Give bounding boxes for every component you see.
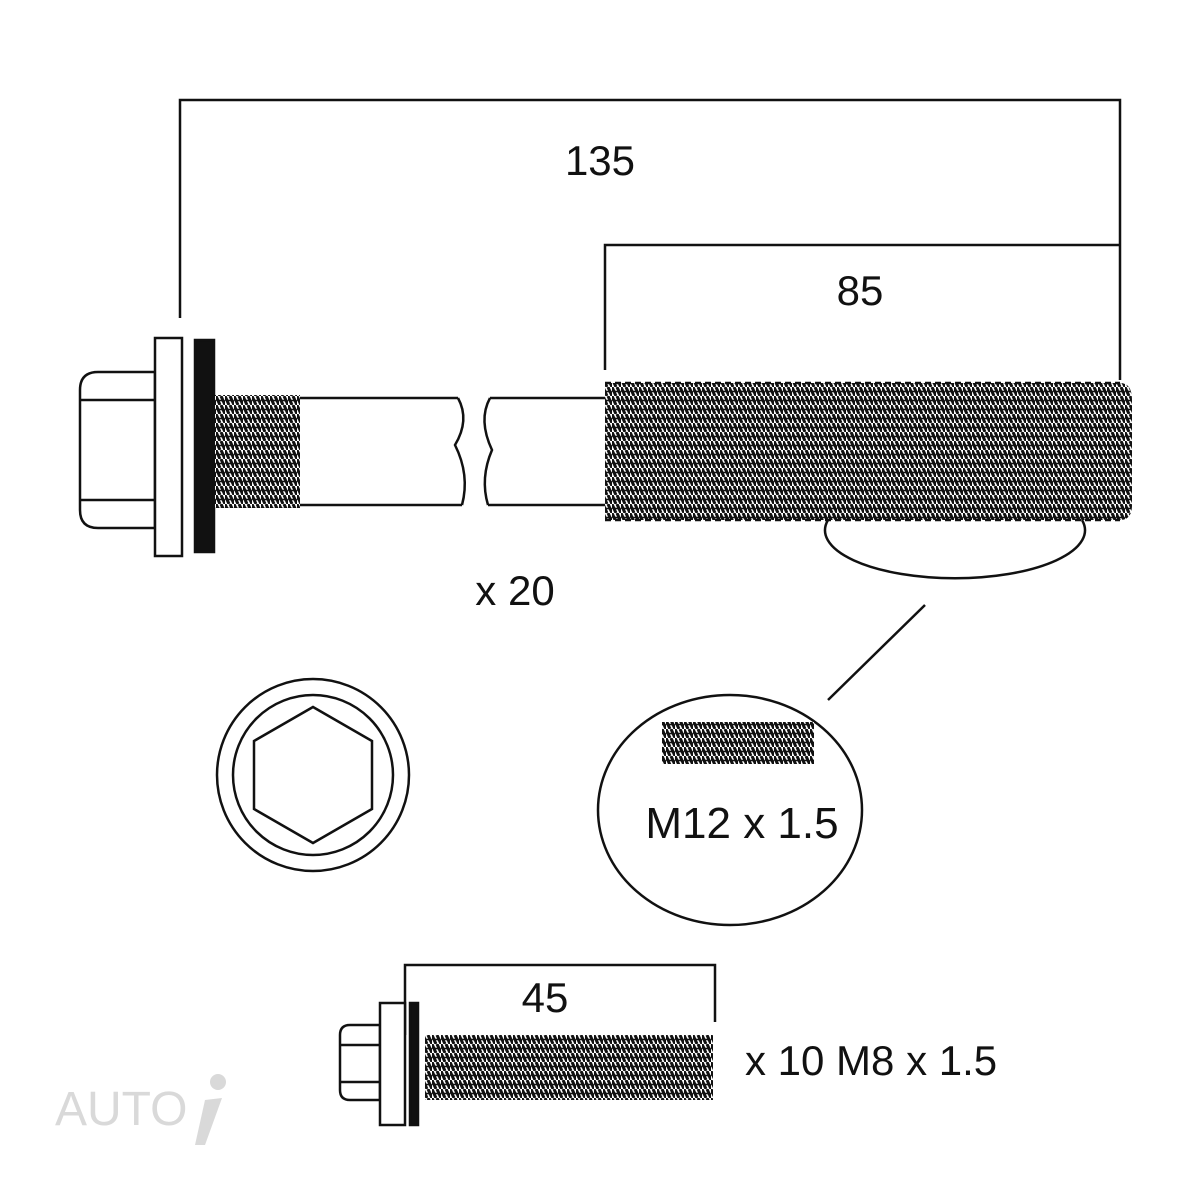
thread-detail bbox=[662, 722, 814, 764]
watermark-text: AUTO bbox=[55, 1083, 187, 1136]
shank bbox=[300, 396, 605, 507]
large-bolt-thread-spec: M12 x 1.5 bbox=[645, 799, 838, 848]
dimension-line-135 bbox=[178, 98, 1122, 380]
watermark-logo: AUTO bbox=[55, 1074, 226, 1145]
callout-ellipse-small bbox=[823, 519, 1087, 580]
washer-top-view bbox=[215, 677, 411, 873]
large-bolt-quantity: x 20 bbox=[475, 567, 554, 614]
hex-head bbox=[78, 370, 157, 530]
shank-break bbox=[453, 397, 494, 506]
dimension-line-45 bbox=[403, 963, 717, 1035]
upper-thread bbox=[215, 395, 300, 508]
main-thread bbox=[605, 383, 1132, 520]
dimension-line-85 bbox=[603, 243, 1120, 370]
dimension-45-label: 45 bbox=[522, 974, 569, 1021]
info-i-icon bbox=[195, 1074, 226, 1145]
washer bbox=[193, 338, 216, 554]
dimension-85-label: 85 bbox=[837, 267, 884, 314]
large-bolt bbox=[78, 336, 1132, 558]
flange bbox=[153, 336, 184, 558]
small-bolt-spec: x 10 M8 x 1.5 bbox=[745, 1037, 997, 1084]
dimension-135-label: 135 bbox=[565, 137, 635, 184]
callout-leader bbox=[827, 604, 926, 701]
small-bolt bbox=[338, 1001, 713, 1127]
